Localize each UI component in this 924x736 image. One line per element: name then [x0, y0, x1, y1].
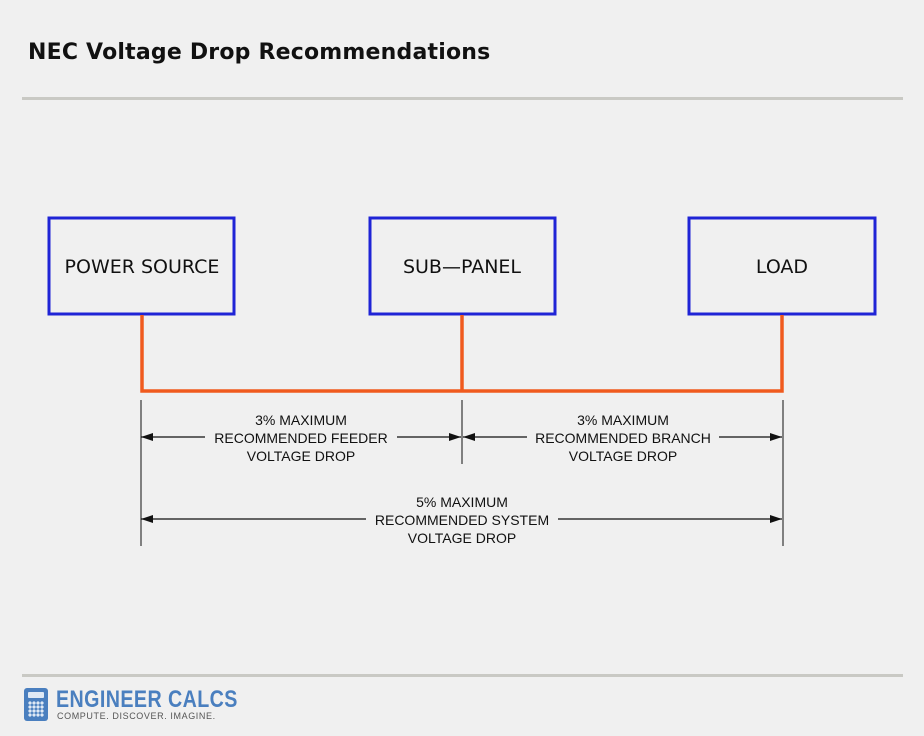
power-source-label: POWER SOURCE: [65, 256, 220, 278]
wire-path: [140, 315, 784, 393]
power-source-box: [47, 216, 236, 316]
system-label-line-2: RECOMMENDED SYSTEM: [375, 512, 549, 528]
feeder-label-line-1: 3% MAXIMUM: [255, 412, 347, 428]
calculator-icon: [24, 688, 48, 721]
system-label-line-1: 5% MAXIMUM: [416, 494, 508, 510]
sub-panel-label: SUB—PANEL: [403, 256, 521, 278]
footer-divider: [22, 674, 903, 677]
system-label-line-3: VOLTAGE DROP: [408, 530, 516, 546]
page-title: NEC Voltage Drop Recommendations: [28, 40, 491, 65]
header-divider: [22, 97, 903, 100]
feeder-label-line-2: RECOMMENDED FEEDER: [214, 430, 387, 446]
logo-name: ENGINEER CALCS: [56, 686, 238, 713]
load-box: [687, 216, 877, 316]
branch-label-line-3: VOLTAGE DROP: [569, 448, 677, 464]
feeder-label-line-3: VOLTAGE DROP: [247, 448, 355, 464]
branch-label-line-2: RECOMMENDED BRANCH: [535, 430, 711, 446]
sub-panel-box: [368, 216, 557, 316]
load-label: LOAD: [756, 256, 808, 278]
logo-tagline: COMPUTE. DISCOVER. IMAGINE.: [57, 711, 216, 721]
branch-label-line-1: 3% MAXIMUM: [577, 412, 669, 428]
